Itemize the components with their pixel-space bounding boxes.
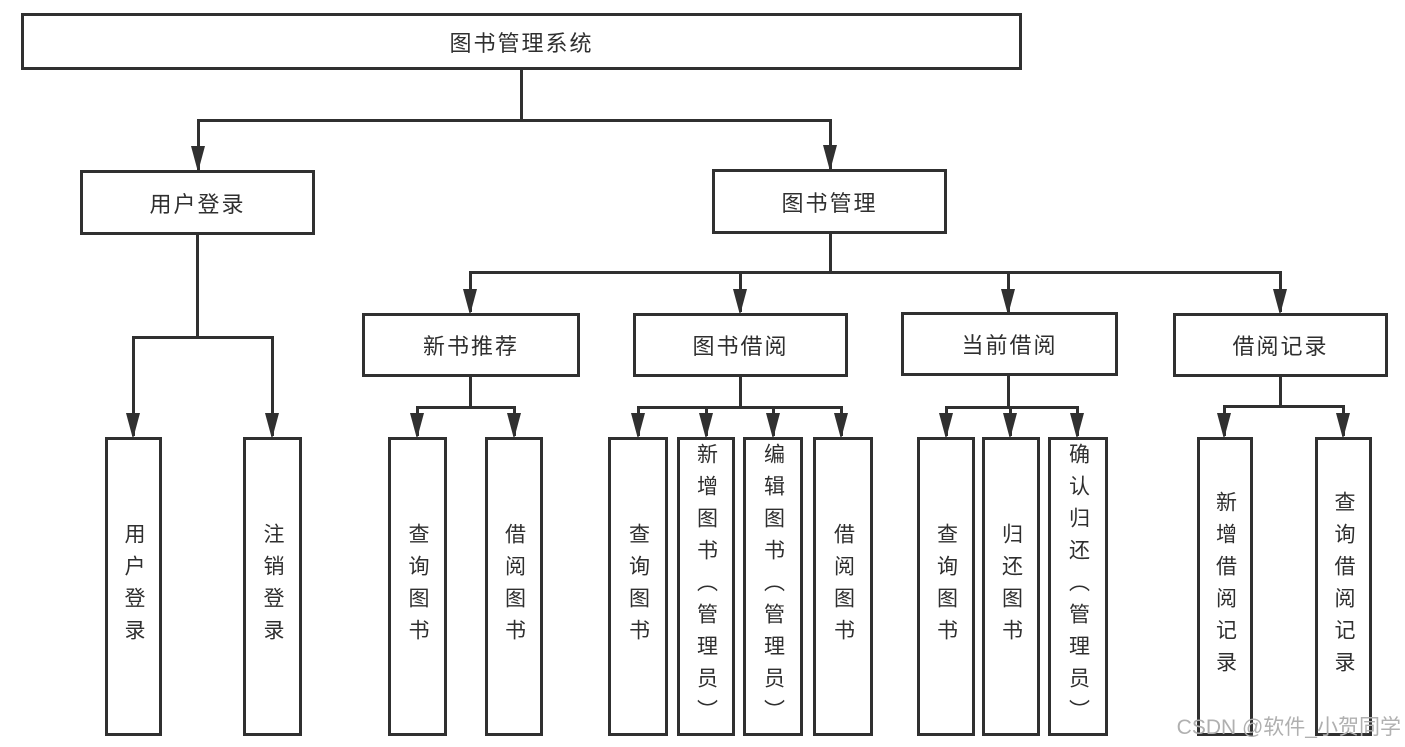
node-label: 查询图书 [406,522,429,651]
connector-line-root-to-level2 [197,119,200,170]
node-label: 借阅记录 [1232,334,1329,359]
node-label: 当前借阅 [961,333,1058,358]
connector-line-user-login-to-children [271,336,274,436]
node-label: 用户登录 [149,191,246,217]
node-borrow-books-borrowing: 借阅图书 [813,437,873,736]
arrowhead-down-icon [699,413,713,439]
arrowhead-down-icon [463,289,477,315]
node-query-books-recommend: 查询图书 [388,437,447,736]
node-confirm-return-admin: 确认归还（管理员） [1048,437,1108,736]
node-label: 图书管理 [781,190,878,216]
node-label: 编辑图书（管理员） [761,442,785,731]
csdn-watermark: CSDN @软件_小贺同学 [1176,716,1401,739]
connector-line-book-borrowing-to-children [739,376,742,409]
node-label: 新书推荐 [422,334,519,359]
connector-line-current-borrowing-to-children [945,406,1079,409]
node-book-management: 图书管理 [712,169,947,234]
node-borrow-books-recommend: 借阅图书 [485,437,543,736]
connector-line-current-borrowing-to-children [1007,375,1010,409]
arrowhead-down-icon [834,413,848,439]
arrowhead-down-icon [733,289,747,315]
arrowhead-down-icon [191,146,205,172]
arrowhead-down-icon [631,413,645,439]
arrowhead-down-icon [126,413,140,439]
arrowhead-down-icon [823,145,837,171]
arrowhead-down-icon [1273,289,1287,315]
arrowhead-down-icon [507,413,521,439]
node-book-borrowing: 图书借阅 [633,313,848,377]
node-logout-action: 注销登录 [243,437,302,736]
arrowhead-down-icon [1217,413,1231,439]
node-label: 图书借阅 [692,334,789,359]
node-label: 新增图书（管理员） [694,442,718,731]
arrowhead-down-icon [766,413,780,439]
node-label: 归还图书 [999,522,1023,651]
connector-line-recommendation-to-children [416,406,516,409]
node-label: 借阅图书 [502,522,526,651]
node-return-books: 归还图书 [982,437,1040,736]
connector-line-recommendation-to-children [469,376,472,409]
arrowhead-down-icon [410,413,424,439]
node-user-login: 用户登录 [80,170,315,235]
connector-line-book-management-to-level3 [469,271,1282,274]
connector-line-borrowing-records-to-children [1279,376,1282,408]
node-new-book-recommendation: 新书推荐 [362,313,580,377]
connector-line-user-login-to-children [196,234,199,339]
node-label: 查询图书 [626,522,650,651]
arrowhead-down-icon [1003,413,1017,439]
connector-line-root-to-level2 [520,69,523,122]
node-edit-books-admin: 编辑图书（管理员） [743,437,803,736]
arrowhead-down-icon [1070,413,1084,439]
node-add-borrowing-record: 新增借阅记录 [1197,437,1253,736]
node-label: 图书管理系统 [449,30,594,56]
node-label: 查询借阅记录 [1332,490,1355,683]
node-current-borrowing: 当前借阅 [901,312,1118,376]
node-query-books-borrowing: 查询图书 [608,437,668,736]
node-query-borrowing-record: 查询借阅记录 [1315,437,1372,736]
connector-line-book-borrowing-to-children [637,406,843,409]
arrowhead-down-icon [1001,289,1015,315]
node-user-login-action: 用户登录 [105,437,162,736]
connector-line-book-management-to-level3 [829,233,832,274]
node-label: 确认归还（管理员） [1066,442,1090,731]
node-book-management-system: 图书管理系统 [21,13,1022,70]
arrowhead-down-icon [265,413,279,439]
node-label: 新增借阅记录 [1213,490,1237,683]
connector-line-user-login-to-children [132,336,135,436]
node-label: 借阅图书 [831,522,855,651]
node-borrowing-records: 借阅记录 [1173,313,1388,377]
node-label: 注销登录 [261,522,284,651]
node-label: 用户登录 [122,522,145,651]
connector-line-root-to-level2 [829,119,832,169]
node-label: 查询图书 [934,522,958,651]
connector-line-root-to-level2 [197,119,832,122]
arrowhead-down-icon [1336,413,1350,439]
connector-line-borrowing-records-to-children [1223,405,1345,408]
arrowhead-down-icon [939,413,953,439]
node-add-books-admin: 新增图书（管理员） [677,437,735,736]
connector-line-user-login-to-children [132,336,274,339]
node-query-books-current: 查询图书 [917,437,975,736]
